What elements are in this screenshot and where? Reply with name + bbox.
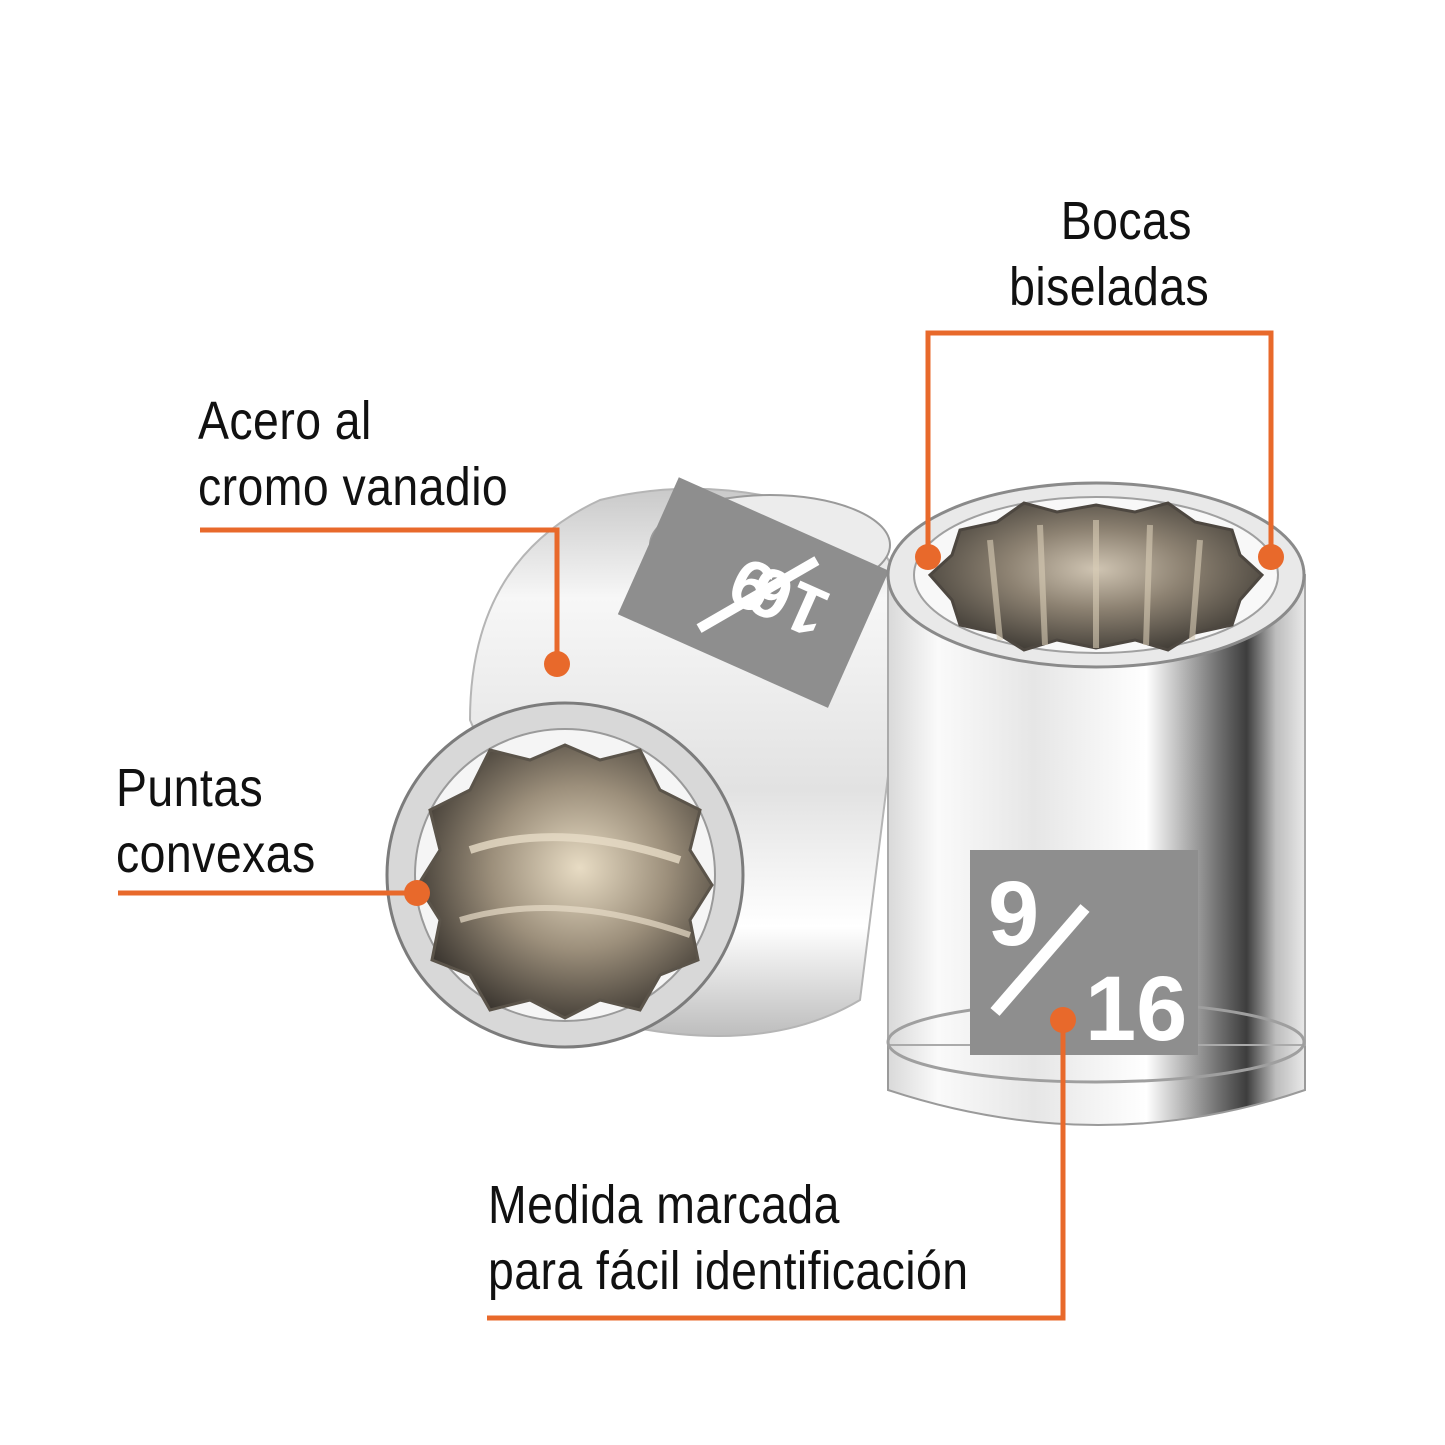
bocas-line2: biseladas xyxy=(1009,257,1210,317)
acero-dot xyxy=(544,651,570,677)
medida-leader-line xyxy=(487,1022,1066,1321)
acero-cromo-vanadio-label: Acero al cromo vanadio xyxy=(198,388,508,520)
right-size-numerator: 9 xyxy=(988,863,1039,965)
medida-line2: para fácil identificación xyxy=(488,1241,969,1301)
left-size-plate: 9 16 xyxy=(617,477,889,708)
bocas-line1: Bocas xyxy=(1060,191,1192,251)
right-size-plate: 9 16 xyxy=(970,850,1198,1060)
bocas-right-dot xyxy=(1258,544,1284,570)
puntas-line1: Puntas xyxy=(116,758,264,818)
callout-lines xyxy=(118,330,1274,1321)
bocas-leader-line xyxy=(925,330,1274,555)
medida-line1: Medida marcada xyxy=(488,1175,840,1235)
left-socket-bore xyxy=(416,743,714,1020)
acero-line2: cromo vanadio xyxy=(198,457,509,517)
medida-dot xyxy=(1050,1007,1076,1033)
right-size-denominator: 16 xyxy=(1085,958,1187,1060)
bocas-biseladas-label: Bocas biseladas xyxy=(1009,188,1209,320)
puntas-convexas-label: Puntas convexas xyxy=(116,755,316,887)
left-socket: 9 16 xyxy=(385,477,907,1049)
bocas-left-dot xyxy=(915,544,941,570)
puntas-line2: convexas xyxy=(116,824,316,884)
puntas-dot xyxy=(404,880,430,906)
acero-leader-line xyxy=(200,527,560,662)
acero-line1: Acero al xyxy=(198,391,372,451)
medida-marcada-label: Medida marcada para fácil identificación xyxy=(488,1172,969,1304)
right-socket: 9 16 xyxy=(886,481,1306,1126)
